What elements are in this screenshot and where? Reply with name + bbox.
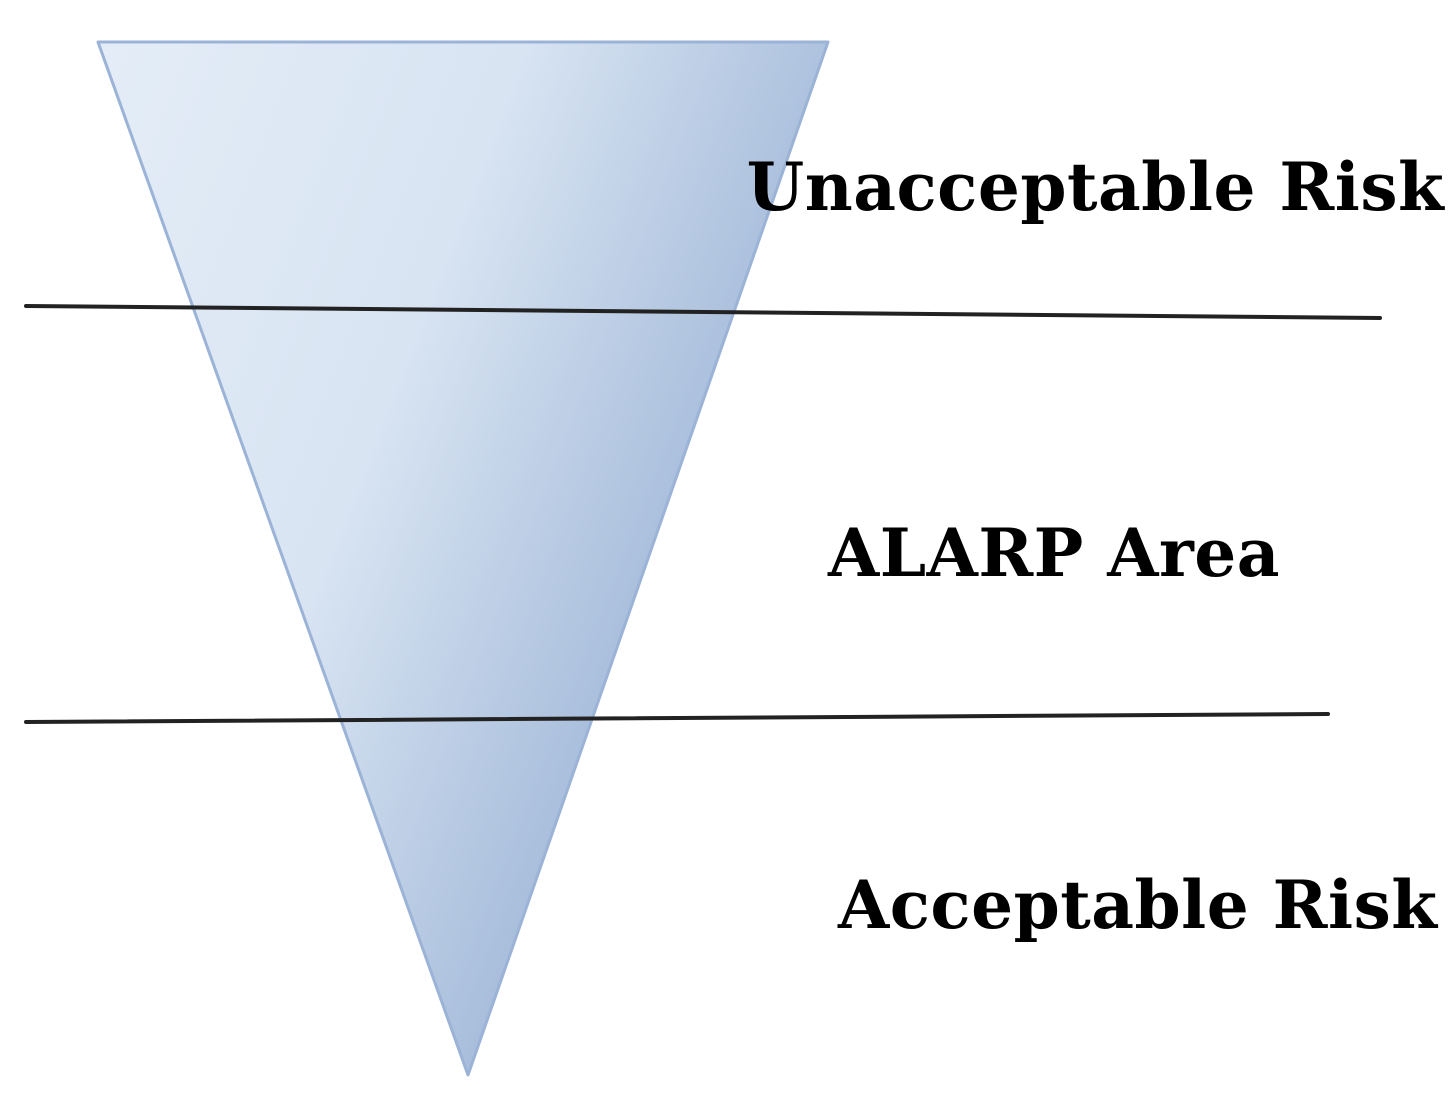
zone-label-acceptable-risk: Acceptable Risk (837, 866, 1438, 944)
upper-threshold-line (24, 304, 1382, 320)
lower-threshold-line (24, 712, 1330, 724)
zone-label-alarp-area: ALARP Area (827, 514, 1280, 592)
zone-label-unacceptable-risk: Unacceptable Risk (747, 148, 1445, 226)
risk-funnel-triangle (96, 40, 830, 1077)
